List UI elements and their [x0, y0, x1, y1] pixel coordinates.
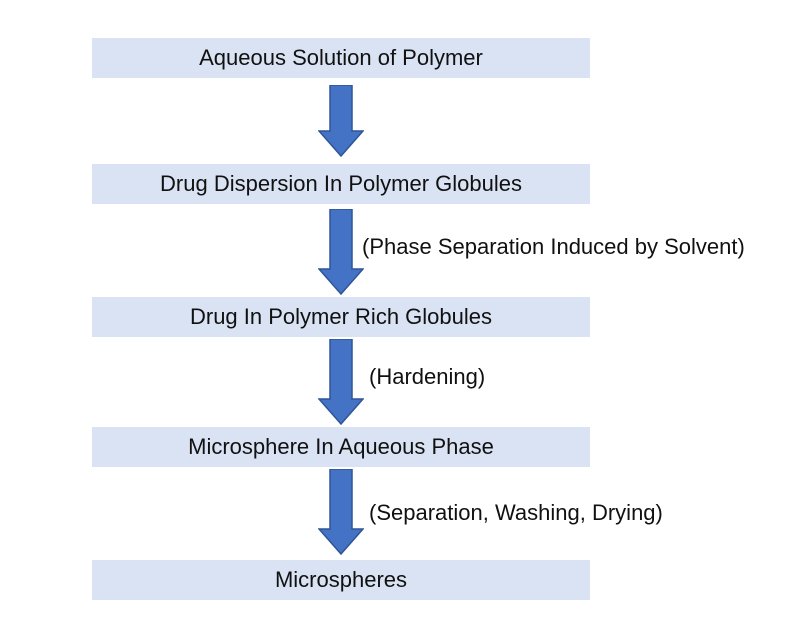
- step-box-drug-in-polymer: Drug In Polymer Rich Globules: [92, 297, 590, 337]
- step-label: Drug In Polymer Rich Globules: [189, 304, 492, 329]
- step-label: Drug Dispersion In Polymer Globules: [160, 171, 522, 196]
- step-label: Microsphere In Aqueous Phase: [188, 434, 494, 459]
- step-label: Microspheres: [274, 567, 408, 592]
- step-box-microsphere-aqueous: Microsphere In Aqueous Phase: [92, 427, 590, 467]
- down-arrow-icon: [318, 339, 364, 425]
- down-arrow-icon: [318, 469, 364, 555]
- down-arrow-icon: [318, 209, 364, 295]
- down-arrow-icon: [318, 85, 364, 157]
- transition-annotation: (Hardening): [369, 364, 486, 389]
- step-box-microspheres: Microspheres: [92, 560, 590, 600]
- transition-annotation: (Separation, Washing, Drying): [369, 500, 663, 525]
- step-box-aqueous-solution: Aqueous Solution of Polymer: [92, 38, 590, 78]
- step-label: Aqueous Solution of Polymer: [199, 45, 483, 70]
- step-box-drug-dispersion: Drug Dispersion In Polymer Globules: [92, 164, 590, 204]
- transition-annotation: (Phase Separation Induced by Solvent): [362, 234, 745, 259]
